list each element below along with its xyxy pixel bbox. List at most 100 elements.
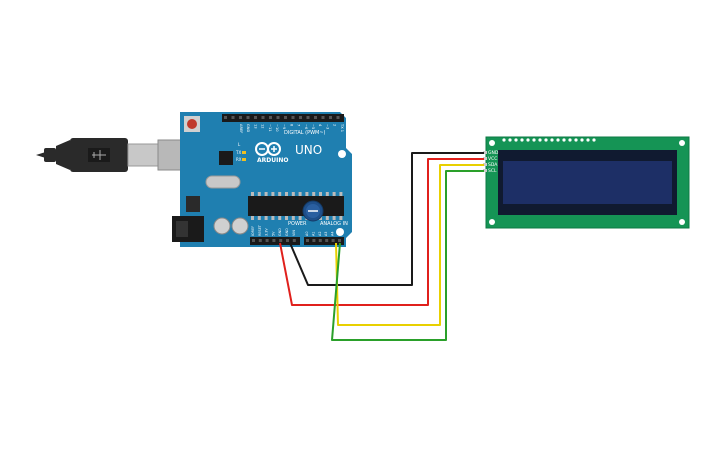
header-hole [331, 239, 335, 242]
arduino-brand: ARDUINO [257, 157, 288, 164]
lcd-module[interactable]: GND VCC SDA SCL [483, 136, 690, 229]
lcd-pin-vcc-label: VCC [488, 156, 497, 162]
digital-header [222, 114, 344, 122]
chip-pin [264, 192, 268, 196]
lcd-pin-sda-label: SDA [488, 162, 498, 168]
reset-button-cap[interactable] [187, 119, 197, 129]
power-pin-label: 5V [271, 231, 275, 236]
chip-pin [291, 192, 295, 196]
header-hole [246, 116, 250, 119]
wire-gnd[interactable] [289, 152, 484, 286]
digital-pin-label: ~10 [275, 124, 279, 132]
lcd-header-hole [568, 138, 572, 142]
header-hole [224, 116, 227, 119]
chip-pin [332, 192, 336, 196]
power-pin-label: GND [285, 228, 289, 236]
lcd-pin-gnd-label: GND [488, 150, 499, 156]
digital-pin-label: ~6 [304, 124, 308, 130]
header-hole [276, 116, 280, 119]
header-hole [325, 239, 329, 242]
lcd-mount-hole [489, 219, 495, 225]
lcd-header-hole [538, 138, 542, 142]
lcd-pin[interactable] [483, 151, 487, 154]
digital-pin-label: ~3 [325, 124, 329, 129]
power-pin-label: VIN [292, 230, 296, 236]
wire-vcc[interactable] [279, 158, 484, 306]
header-hole [286, 239, 289, 242]
usb-cable-icon[interactable] [36, 138, 203, 172]
crystal [205, 175, 241, 189]
header-hole [265, 239, 269, 242]
arduino-logo-icon [255, 142, 281, 156]
header-hole [269, 116, 272, 119]
tx-led [242, 151, 246, 154]
header-hole [272, 239, 276, 242]
lcd-header-hole [502, 138, 506, 142]
chip-pin [291, 216, 295, 220]
header-hole [239, 116, 242, 119]
lcd-mount-hole [489, 140, 495, 146]
header-hole [291, 116, 295, 119]
usb-chip [219, 151, 233, 165]
header-hole [306, 116, 310, 119]
mount-hole [338, 150, 346, 158]
wire-sda[interactable] [335, 164, 484, 326]
digital-label: DIGITAL (PWM~) [284, 130, 326, 136]
header-hole [284, 116, 287, 119]
lcd-header-hole [526, 138, 530, 142]
digital-pin-label: ~11 [268, 124, 272, 132]
header-hole [306, 239, 309, 242]
wire-scl[interactable] [331, 170, 484, 341]
l-led-label: L [238, 142, 241, 147]
lcd-header-holes [502, 138, 596, 142]
bottom-header-holes [252, 239, 341, 242]
lcd-pin[interactable] [483, 169, 487, 172]
analog-pin-label: A1 [311, 232, 315, 236]
analog-pin-label: A4 [331, 232, 335, 236]
lcd-pin[interactable] [483, 163, 487, 166]
chip-pin [312, 192, 316, 196]
tx-led-label: TX [235, 150, 241, 155]
chip-pin [278, 192, 282, 196]
rx-led-label: RX [236, 157, 242, 162]
lcd-pin[interactable] [483, 157, 487, 160]
lcd-header-hole [514, 138, 518, 142]
potentiometer-icon[interactable] [302, 200, 324, 222]
header-hole [252, 239, 255, 242]
analog-pin-label: A5 [337, 232, 341, 236]
chip-pin [278, 216, 282, 220]
lcd-header-hole [556, 138, 560, 142]
header-hole [318, 239, 322, 242]
header-hole [279, 239, 283, 242]
chip-pin [319, 192, 322, 196]
capacitor [231, 217, 249, 235]
lcd-mount-hole [679, 140, 685, 146]
lcd-i2c-pins [483, 151, 487, 172]
digital-header-holes [224, 116, 340, 119]
header-hole [338, 239, 341, 242]
power-pin-label: RESET [258, 224, 262, 236]
header-hole [336, 116, 340, 119]
digital-pin-label: TX 1 [340, 123, 344, 132]
header-hole [329, 116, 332, 119]
chip-pin [257, 192, 261, 196]
power-label: POWER [288, 221, 307, 227]
lcd-screen [503, 161, 672, 204]
header-hole [261, 116, 265, 119]
chip-pin [257, 216, 261, 220]
chip-pin [298, 192, 302, 196]
lcd-header-hole [544, 138, 548, 142]
voltage-regulator [186, 196, 200, 212]
chip-pin [285, 216, 288, 220]
analog-label: ANALOG IN [320, 221, 348, 227]
chip-pin [251, 216, 254, 220]
header-hole [254, 116, 257, 119]
lcd-header-hole [562, 138, 566, 142]
chip-pin [271, 192, 275, 196]
header-hole [321, 116, 325, 119]
